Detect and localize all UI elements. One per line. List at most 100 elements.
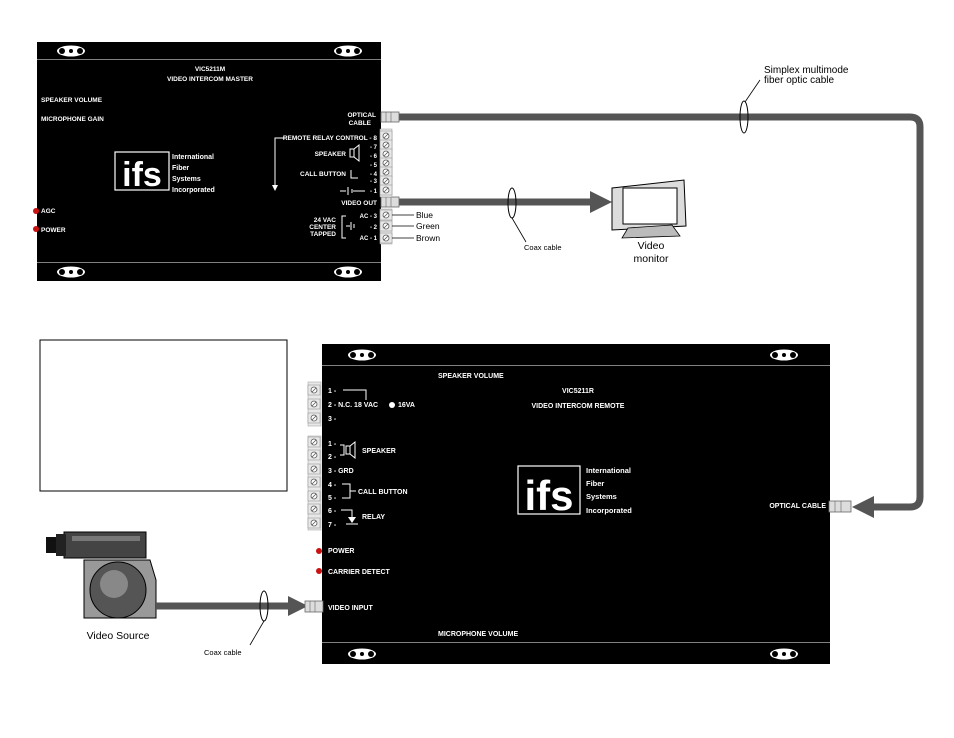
master-vac-symbol	[346, 222, 355, 230]
coax-top-arrow-head	[590, 191, 612, 213]
fiber-optic-cable	[398, 113, 924, 511]
master-model: VIC5211M	[195, 66, 225, 73]
master-optical-label-2: CABLE	[349, 120, 372, 127]
svg-text:Incorporated: Incorporated	[586, 506, 632, 515]
remote-video-input-label: VIDEO INPUT	[328, 605, 373, 612]
coax-bottom-label: Coax cable	[204, 648, 242, 657]
master-terminal-block-lower	[379, 208, 393, 245]
wire-blue-label: Blue	[416, 210, 433, 220]
master-terminal-block-upper	[379, 128, 393, 198]
master-optical-label-1: OPTICAL	[347, 112, 376, 119]
remote-unit	[322, 344, 830, 664]
remote-speaker-label: SPEAKER	[362, 448, 396, 455]
master-speaker-label: SPEAKER	[315, 151, 347, 158]
remote-s-pin-7: 7 -	[328, 522, 337, 529]
coax-top-leader	[511, 217, 527, 243]
remote-front-panel	[322, 366, 830, 643]
remote-s-pin-5: 5 -	[328, 495, 337, 502]
video-source-label: Video Source	[87, 630, 150, 642]
remote-pin-2-dot	[389, 402, 395, 408]
remote-top-rail	[322, 344, 830, 366]
master-ground-symbol	[340, 187, 365, 195]
fiber-arrow-head	[852, 496, 874, 518]
remote-power-label: POWER	[328, 548, 354, 555]
master-top-rail	[37, 42, 381, 60]
remote-pin-2: 2 - N.C. 18 VAC	[328, 402, 378, 409]
remote-s-pin-3: 3 - GRD	[328, 468, 354, 475]
master-microphone-gain: MICROPHONE GAIN	[41, 116, 104, 123]
master-term-3: - 3	[370, 179, 378, 185]
master-bottom-rail	[37, 263, 381, 281]
remote-speaker-volume: SPEAKER VOLUME	[438, 373, 504, 380]
remote-pin-2-rating: 16VA	[398, 402, 415, 409]
master-video-out-connector	[380, 196, 400, 208]
remote-terminal-block-io	[307, 435, 322, 531]
monitor-label-line2: monitor	[633, 253, 669, 265]
remote-pin-1: 1 -	[328, 388, 337, 395]
coax-top-label: Coax cable	[524, 243, 562, 252]
master-term-6: - 6	[370, 154, 378, 160]
master-term-4: - 4	[370, 172, 378, 178]
master-relay-wire	[274, 137, 285, 188]
master-term-7: - 7	[370, 145, 378, 151]
master-vac-bracket	[341, 215, 346, 239]
master-ifs-logo: ifs International Fiber Systems Incorpor…	[114, 151, 215, 194]
remote-relay-icon	[341, 509, 358, 525]
fiber-label-line1: Simplex multimode	[764, 65, 849, 76]
master-speaker-volume: SPEAKER VOLUME	[41, 97, 103, 104]
svg-text:Fiber: Fiber	[172, 165, 189, 172]
video-source-camera-icon	[46, 531, 157, 619]
remote-title: VIDEO INTERCOM REMOTE	[532, 403, 625, 410]
fiber-cable-marker	[739, 100, 749, 134]
master-title: VIDEO INTERCOM MASTER	[167, 76, 253, 83]
master-call-button-label: CALL BUTTON	[300, 171, 346, 178]
remote-pin-3: 3 -	[328, 416, 337, 423]
remote-speaker-icon	[340, 440, 356, 460]
remote-video-input-connector	[304, 600, 324, 613]
monitor-label-line1: Video	[638, 240, 665, 252]
remote-relay-label: RELAY	[362, 514, 385, 521]
master-term-5: - 5	[370, 163, 378, 169]
remote-s-pin-4: 4 -	[328, 482, 337, 489]
svg-text:Systems: Systems	[172, 176, 201, 183]
master-ac2-label: - 2	[370, 225, 378, 231]
master-unit	[37, 42, 381, 281]
fiber-label-line2: fiber optic cable	[764, 75, 834, 86]
remote-optical-cable-label: OPTICAL CABLE	[769, 503, 826, 510]
wire-brown-label: Brown	[416, 233, 440, 243]
remote-optical-connector	[828, 500, 852, 513]
master-power-led	[33, 226, 39, 232]
master-remote-relay-label: REMOTE RELAY CONTROL - 8	[283, 135, 378, 142]
remote-power-bracket	[343, 389, 367, 400]
remote-call-button-label: CALL BUTTON	[358, 489, 408, 496]
remote-power-led	[316, 548, 322, 554]
master-agc-led	[33, 208, 39, 214]
remote-carrier-label: CARRIER DETECT	[328, 569, 391, 576]
master-agc-label: AGC	[41, 208, 56, 215]
master-vac-label-2: CENTER	[309, 224, 336, 231]
master-video-out-label: VIDEO OUT	[341, 200, 377, 207]
svg-text:ifs: ifs	[524, 472, 573, 519]
remote-s-pin-6: 6 -	[328, 508, 337, 515]
remote-s-pin-1: 1 -	[328, 441, 337, 448]
svg-text:Systems: Systems	[586, 492, 617, 501]
remote-s-pin-2: 2 -	[328, 454, 337, 461]
master-optical-connector	[380, 111, 400, 123]
video-monitor-icon	[611, 179, 687, 239]
svg-text:International: International	[586, 466, 631, 475]
svg-text:Incorporated: Incorporated	[172, 187, 215, 194]
master-speaker-icon	[349, 143, 360, 163]
master-call-button-icon	[350, 170, 358, 179]
remote-bottom-rail	[322, 643, 830, 664]
svg-text:ifs: ifs	[122, 156, 162, 194]
master-vac-label-1: 24 VAC	[314, 217, 337, 224]
svg-text:Fiber: Fiber	[586, 479, 604, 488]
master-power-label: POWER	[41, 227, 66, 234]
coax-bottom-arrow-head	[288, 596, 308, 616]
svg-text:International: International	[172, 154, 214, 161]
coax-bottom-leader	[249, 620, 265, 646]
remote-microphone-volume: MICROPHONE VOLUME	[438, 631, 518, 638]
master-term-1: - 1	[370, 189, 378, 195]
remote-carrier-led	[316, 568, 322, 574]
master-front-panel	[37, 60, 381, 263]
